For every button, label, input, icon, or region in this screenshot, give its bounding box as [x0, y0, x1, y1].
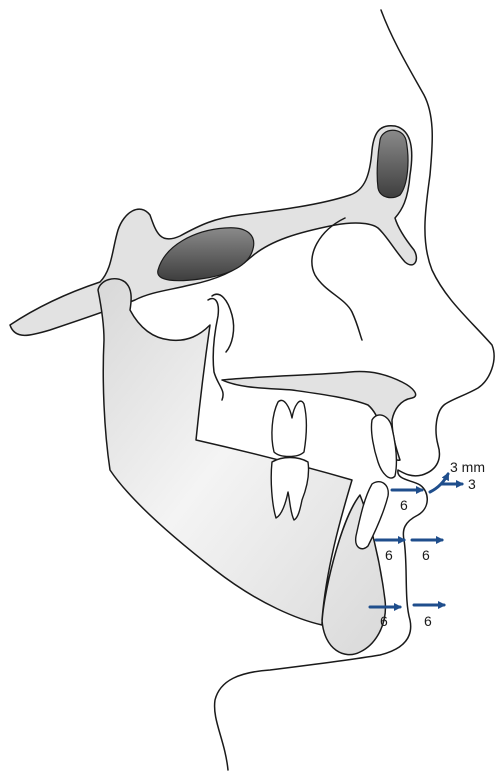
label-chin-a: 6	[380, 613, 388, 629]
coronoid-process	[208, 299, 223, 400]
label-incisor: 6	[400, 497, 408, 513]
upper-molar	[272, 400, 306, 456]
maxillary-sinus	[158, 228, 254, 281]
label-lower-lip: 3	[468, 476, 476, 492]
nasal-curve	[312, 218, 362, 340]
mandible	[98, 279, 385, 655]
label-chin-b: 6	[424, 613, 432, 629]
frontal-sinus	[377, 130, 408, 197]
label-upper-lip: 3 mm	[450, 459, 485, 475]
coronoid-tip	[212, 294, 234, 352]
label-lower-incisor-b: 6	[422, 547, 430, 563]
label-lower-incisor-a: 6	[385, 547, 393, 563]
